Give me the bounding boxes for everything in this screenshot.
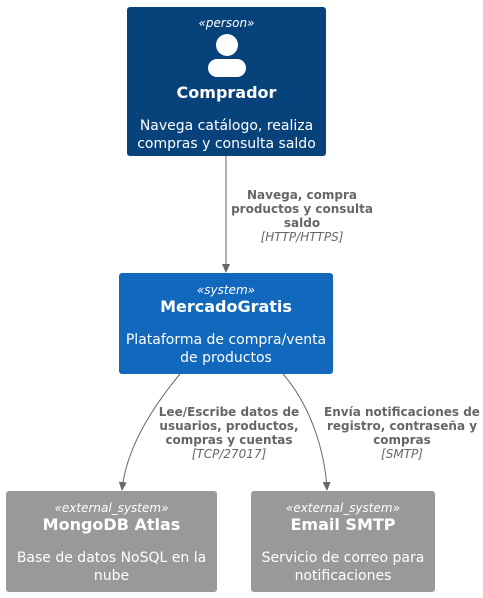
edge-label-person-system: Navega, compra productos y consulta sald… <box>218 188 386 244</box>
system-stereotype: «system» <box>196 283 256 297</box>
mongo-title: MongoDB Atlas <box>42 515 181 534</box>
system-node-mercadogratis[interactable]: «system» MercadoGratis Plataforma de com… <box>119 273 333 374</box>
person-node-comprador[interactable]: «person» Comprador Navega catálogo, real… <box>127 7 326 156</box>
edge-label-text: Navega, compra productos y consulta sald… <box>231 188 373 230</box>
edge-system-to-mongodb <box>118 373 181 491</box>
edge-protocol: [TCP/27017] <box>191 447 267 461</box>
person-description: Navega catálogo, realiza compras y consu… <box>137 118 316 152</box>
edge-label-text: Envía notificaciones de registro, contra… <box>324 405 480 447</box>
smtp-title: Email SMTP <box>290 515 396 534</box>
external-system-node-email-smtp[interactable]: «external_system» Email SMTP Servicio de… <box>251 491 435 592</box>
edge-label-system-smtp: Envía notificaciones de registro, contra… <box>322 405 482 461</box>
mongo-stereotype: «external_system» <box>54 501 169 515</box>
smtp-description: Servicio de correo para notificaciones <box>261 550 425 584</box>
edge-protocol: [HTTP/HTTPS] <box>260 230 344 244</box>
system-description: Plataforma de compra/venta de productos <box>125 332 327 366</box>
edge-protocol: [SMTP] <box>381 447 423 461</box>
external-system-node-mongodb[interactable]: «external_system» MongoDB Atlas Base de … <box>6 491 217 592</box>
system-title: MercadoGratis <box>160 297 292 316</box>
mongo-description: Base de datos NoSQL en la nube <box>16 550 207 584</box>
person-stereotype: «person» <box>198 16 255 30</box>
person-title: Comprador <box>176 83 277 102</box>
edge-system-to-smtp <box>282 373 331 491</box>
person-icon <box>207 34 246 77</box>
edge-label-system-mongodb: Lee/Escribe datos de usuarios, productos… <box>152 405 306 461</box>
smtp-stereotype: «external_system» <box>286 501 400 515</box>
edge-label-text: Lee/Escribe datos de usuarios, productos… <box>158 405 300 447</box>
